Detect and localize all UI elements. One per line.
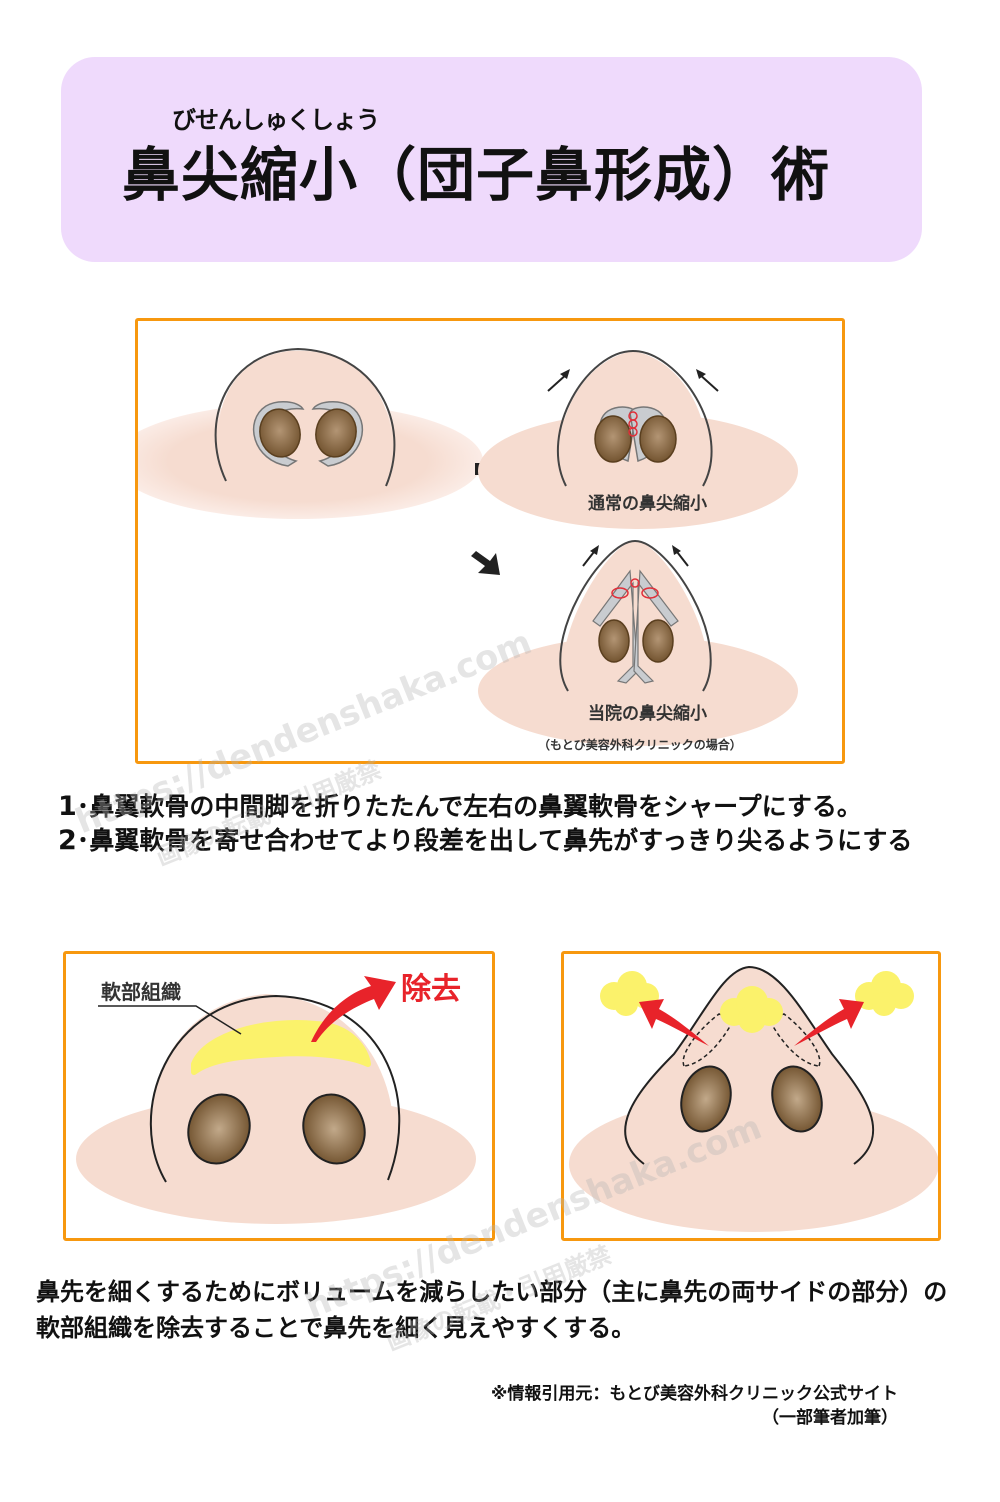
steps-list: 1･鼻翼軟骨の中間脚を折りたたんで左右の鼻翼軟骨をシャープにする。 2･鼻翼軟骨… bbox=[58, 790, 912, 858]
removal-arrow-icon bbox=[311, 976, 396, 1042]
description-line-1: 鼻先を細くするためにボリュームを減らしたい部分（主に鼻先の両サイドの部分）の bbox=[36, 1278, 948, 1306]
soft-tissue-blob bbox=[191, 1020, 371, 1075]
nose-normal-reduction: 通常の鼻尖縮小 bbox=[478, 349, 798, 529]
soft-tissue-cloud-center bbox=[720, 986, 783, 1033]
page-title: 鼻尖縮小（団子鼻形成）術 bbox=[122, 141, 831, 209]
soft-tissue-cloud-right bbox=[855, 971, 914, 1016]
source-note: ※情報引用元：もとび美容外科クリニック公式サイト （一部筆者加筆） bbox=[491, 1382, 898, 1430]
source-line-1: ※情報引用元：もとび美容外科クリニック公式サイト bbox=[490, 1384, 898, 1404]
source-line-2: （一部筆者加筆） bbox=[762, 1408, 898, 1428]
nose-before bbox=[138, 347, 483, 519]
soft-tissue-diagram: 軟部組織 除去 bbox=[63, 951, 495, 1241]
description-line-2: 軟部組織を除去することで鼻先を細く見えやすくする。 bbox=[36, 1314, 636, 1342]
label-clinic-reduction: 当院の鼻尖縮小 bbox=[588, 703, 707, 724]
title-banner bbox=[61, 57, 922, 262]
nose-clinic-reduction: 当院の鼻尖縮小 （もとび美容外科クリニックの場合） bbox=[478, 539, 798, 752]
soft-tissue-cloud-left bbox=[600, 971, 659, 1016]
title-ruby: びせんしゅくしょう bbox=[172, 106, 380, 134]
label-normal-reduction: 通常の鼻尖縮小 bbox=[588, 493, 707, 514]
step-1: 1･鼻翼軟骨の中間脚を折りたたんで左右の鼻翼軟骨をシャープにする。 bbox=[58, 791, 862, 822]
cartilage-diagram: 通常の鼻尖縮小 当院の鼻尖縮小 （もとび美容外科クリニックの場合） bbox=[135, 318, 845, 764]
side-tissue-diagram bbox=[561, 951, 941, 1241]
description: 鼻先を細くするためにボリュームを減らしたい部分（主に鼻先の両サイドの部分）の 軟… bbox=[36, 1274, 947, 1346]
tissue-label: 軟部組織 bbox=[101, 980, 181, 1004]
step-2: 2･鼻翼軟骨を寄せ合わせてより段差を出して鼻先がすっきり尖るようにする bbox=[58, 825, 913, 856]
arrow-down-right-icon bbox=[471, 551, 500, 575]
diagram-caption: （もとび美容外科クリニックの場合） bbox=[538, 737, 742, 752]
removal-arrow-left-icon bbox=[639, 999, 709, 1046]
removal-label: 除去 bbox=[401, 972, 461, 1007]
removal-arrow-right-icon bbox=[794, 999, 864, 1046]
